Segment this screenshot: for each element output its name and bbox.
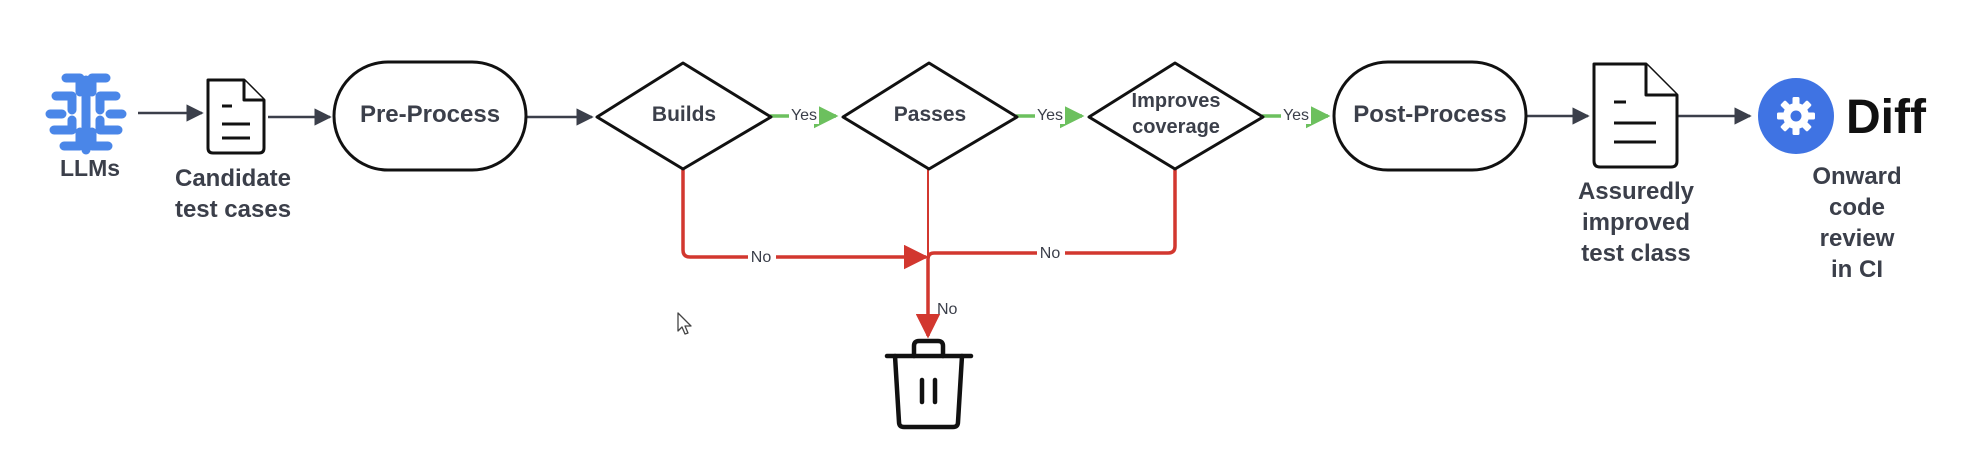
label-builds-yes: Yes <box>791 107 817 124</box>
passes-label: Passes <box>894 103 966 126</box>
document-icon <box>1592 62 1679 169</box>
assuredly-label-line2: improved <box>1582 209 1690 236</box>
flow-edges <box>138 104 1752 126</box>
label-improves-yes: Yes <box>1283 107 1309 124</box>
assuredly-label-line3: test class <box>1581 240 1690 267</box>
builds-decision <box>595 61 773 171</box>
brain-icon <box>45 73 127 155</box>
document-icon <box>206 78 266 155</box>
candidate-label-line2: test cases <box>175 196 291 223</box>
candidate-label-line1: Candidate <box>175 165 291 192</box>
preprocess-node <box>332 60 528 172</box>
passes-decision <box>841 61 1019 171</box>
onward-label-line3: review <box>1820 225 1895 252</box>
postprocess-node <box>1332 60 1528 172</box>
improves-label-line2: coverage <box>1132 116 1220 138</box>
improves-coverage-decision <box>1087 61 1265 171</box>
label-passes-yes: Yes <box>1037 107 1063 124</box>
onward-label-line2: code <box>1829 194 1885 221</box>
no-edge-labels: No No No <box>748 242 1065 318</box>
onward-label-line1: Onward <box>1812 163 1901 190</box>
mouse-cursor-icon <box>677 312 692 335</box>
diff-logo: Diff <box>1758 78 1927 154</box>
preprocess-label: Pre-Process <box>360 101 500 128</box>
edge-builds-no <box>681 168 929 270</box>
postprocess-label: Post-Process <box>1353 101 1506 128</box>
onward-label-line4: in CI <box>1831 256 1883 283</box>
label-improves-no: No <box>1040 245 1061 262</box>
label-builds-no: No <box>751 249 772 266</box>
assuredly-label-line1: Assuredly <box>1578 178 1695 205</box>
improves-label-line1: Improves <box>1132 90 1221 112</box>
yes-edge-labels: Yes Yes Yes <box>789 104 1311 124</box>
builds-label: Builds <box>652 103 716 126</box>
label-passes-no: No <box>937 301 958 318</box>
trash-icon <box>884 338 974 430</box>
diff-label: Diff <box>1846 91 1927 144</box>
llms-label: LLMs <box>60 155 120 181</box>
